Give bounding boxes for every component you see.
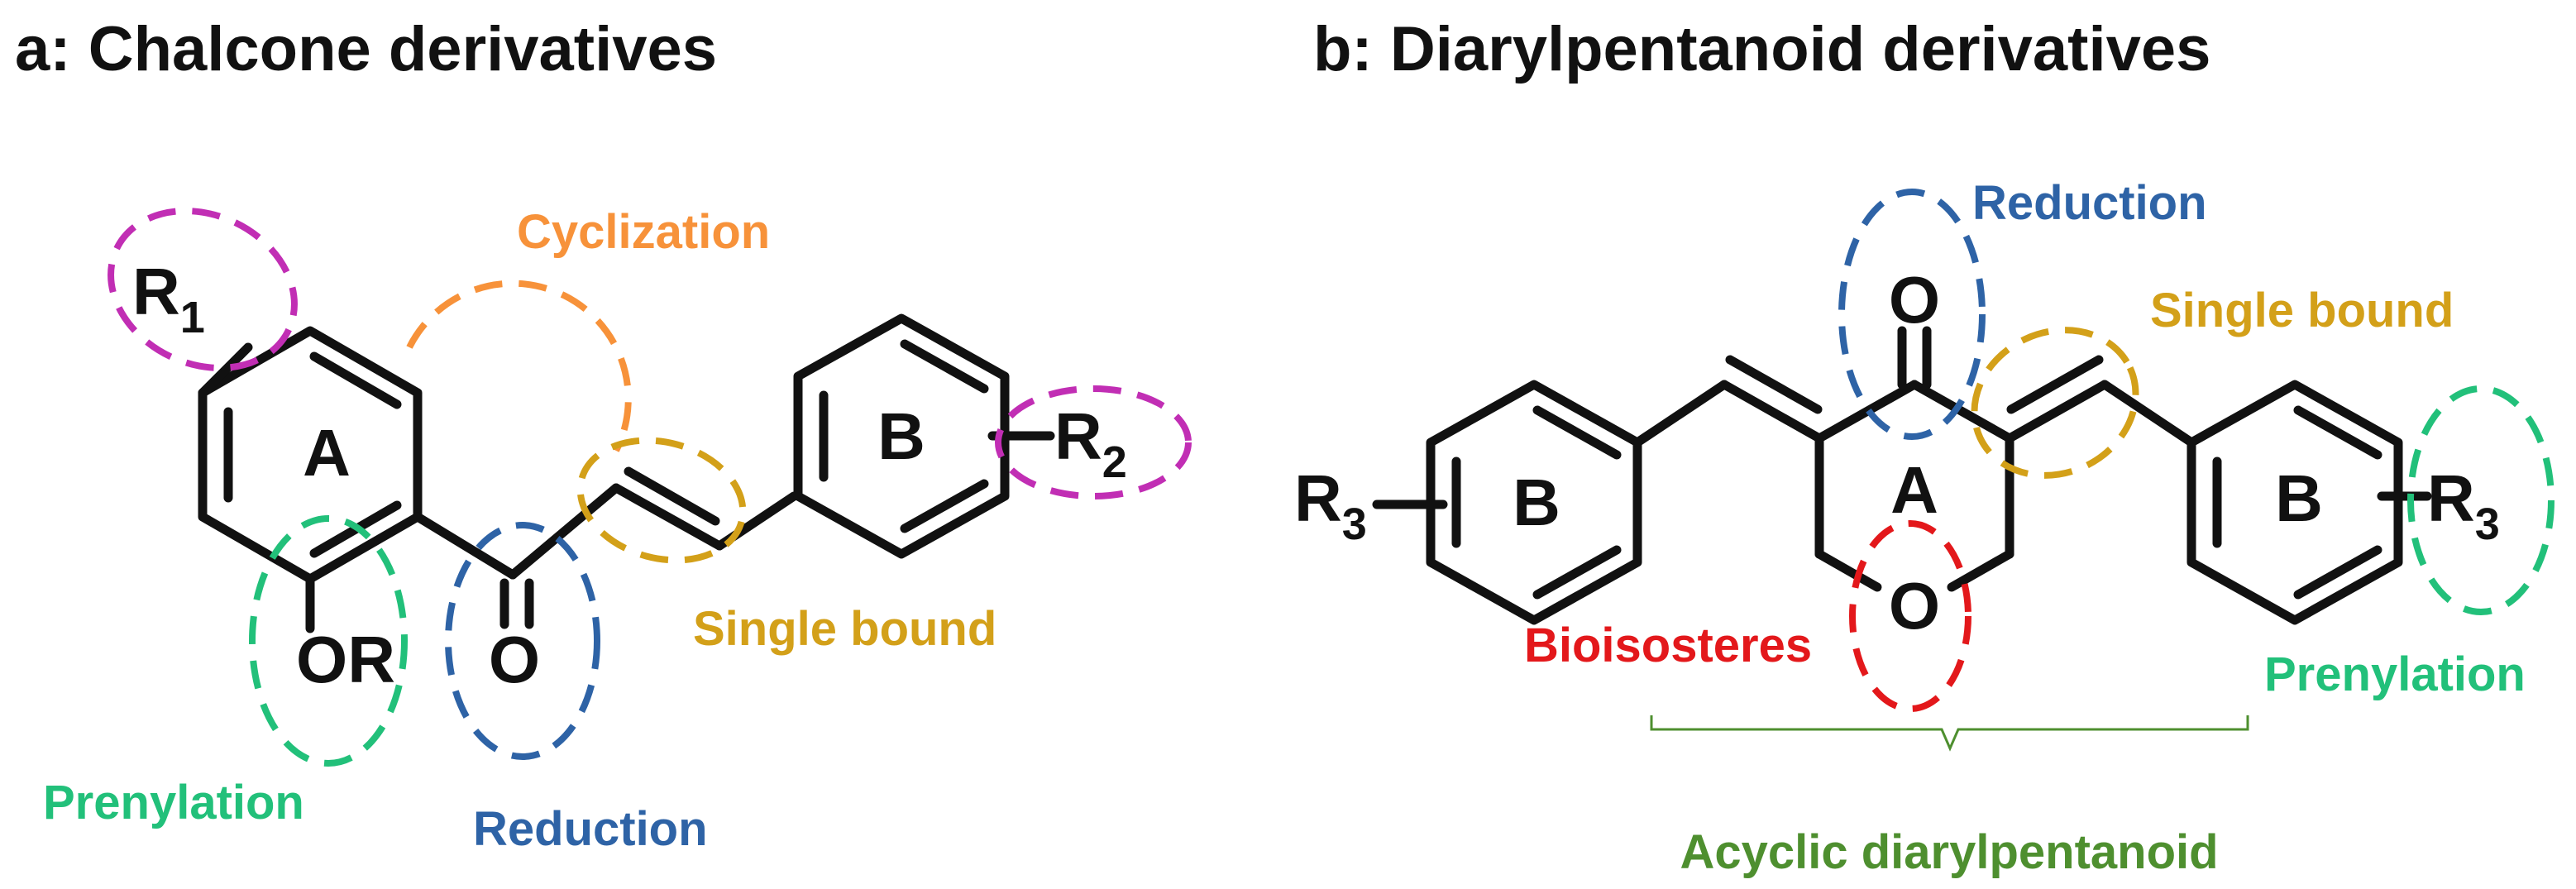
ring-a-bond-2 bbox=[1909, 380, 2014, 443]
cyclization-label: Cyclization bbox=[517, 205, 770, 259]
panel-a: a: Chalcone derivatives bbox=[15, 14, 1192, 856]
r3-right-highlight-ellipse bbox=[2407, 385, 2554, 615]
right-ring-b-label: B bbox=[2275, 461, 2323, 535]
alkene-bond bbox=[611, 483, 724, 551]
prenylation-label-a: Prenylation bbox=[43, 776, 304, 829]
aryl-carbonyl-bond bbox=[413, 512, 518, 580]
panel-a-title: a: Chalcone derivatives bbox=[15, 14, 717, 84]
right-ring-b-structure bbox=[2186, 380, 2432, 625]
or-highlight-ellipse bbox=[249, 515, 408, 767]
left-ring-b-label: B bbox=[1513, 466, 1560, 539]
acyclic-label: Acyclic diarylpentanoid bbox=[1680, 825, 2218, 879]
ring-b-double-2 bbox=[900, 479, 989, 533]
left-alkene-double-bond bbox=[1725, 355, 1823, 414]
ring-a-label-b: A bbox=[1890, 453, 1938, 527]
r3-right-group: R3 bbox=[2427, 461, 2500, 549]
prenylation-label-b: Prenylation bbox=[2264, 648, 2526, 701]
carbonyl-oxygen-a: O bbox=[489, 623, 540, 696]
alkene-double-bond bbox=[624, 466, 720, 526]
or-group: OR bbox=[296, 623, 395, 696]
carbonyl-oxygen-b: O bbox=[1889, 263, 1940, 337]
ring-a-double-1 bbox=[309, 351, 402, 409]
right-alkene-double-bond bbox=[2006, 355, 2104, 414]
ring-a-label: A bbox=[303, 416, 351, 490]
reduction-label-a: Reduction bbox=[473, 802, 708, 856]
bioisosteres-ellipse bbox=[1849, 520, 1971, 712]
ring-b-hexagon bbox=[793, 313, 1010, 559]
ring-b-structure bbox=[793, 313, 1055, 559]
ring-oxygen-b: O bbox=[1889, 569, 1940, 643]
single-bound-label-b: Single bound bbox=[2150, 284, 2454, 337]
reduction-label-b: Reduction bbox=[1972, 176, 2207, 230]
r1-bond bbox=[198, 342, 253, 398]
r2-highlight-ellipse bbox=[995, 385, 1192, 499]
acyclic-bracket bbox=[1650, 715, 2249, 752]
panel-b-title: b: Diarylpentanoid derivatives bbox=[1313, 14, 2210, 84]
right-ring-b-double-2 bbox=[2293, 545, 2382, 600]
single-bound-label-a: Single bound bbox=[693, 602, 996, 656]
ring-a-bond-1 bbox=[1814, 380, 1919, 443]
r3-left-group: R3 bbox=[1294, 461, 1367, 549]
r1-group: R1 bbox=[132, 255, 205, 342]
ring-a-bond-4 bbox=[1947, 549, 2014, 592]
left-ring-b-double-1 bbox=[1532, 405, 1622, 460]
panel-b: b: Diarylpentanoid derivatives bbox=[1294, 14, 2554, 879]
left-ring-b-structure bbox=[1372, 380, 1729, 625]
r1-highlight-ellipse bbox=[108, 208, 298, 371]
alpha-bond bbox=[508, 483, 621, 580]
left-vinyl-bond bbox=[1632, 380, 1729, 447]
left-ring-b-double-2 bbox=[1532, 545, 1622, 600]
single-bound-ellipse-b bbox=[1971, 327, 2139, 479]
r2-group: R2 bbox=[1054, 399, 1127, 487]
right-ring-b-hexagon bbox=[2186, 380, 2403, 625]
single-bound-ellipse-a bbox=[576, 437, 747, 564]
ring-a-bond-5 bbox=[1814, 549, 1882, 592]
left-alkene-bond bbox=[1719, 380, 1824, 443]
ring-a-center-structure bbox=[1719, 326, 2196, 592]
right-alkene-bond bbox=[2005, 380, 2110, 443]
cyclization-arc bbox=[406, 280, 632, 452]
right-vinyl-bond bbox=[2100, 380, 2196, 447]
reduction-ellipse-a bbox=[445, 522, 600, 760]
ring-b-double-1 bbox=[900, 339, 989, 394]
right-ring-b-double-1 bbox=[2293, 405, 2382, 460]
bioisosteres-label: Bioisosteres bbox=[1524, 619, 1812, 672]
reduction-ellipse-b bbox=[1838, 189, 1986, 440]
ring-b-label: B bbox=[877, 399, 925, 473]
ring-a-structure bbox=[198, 326, 799, 633]
